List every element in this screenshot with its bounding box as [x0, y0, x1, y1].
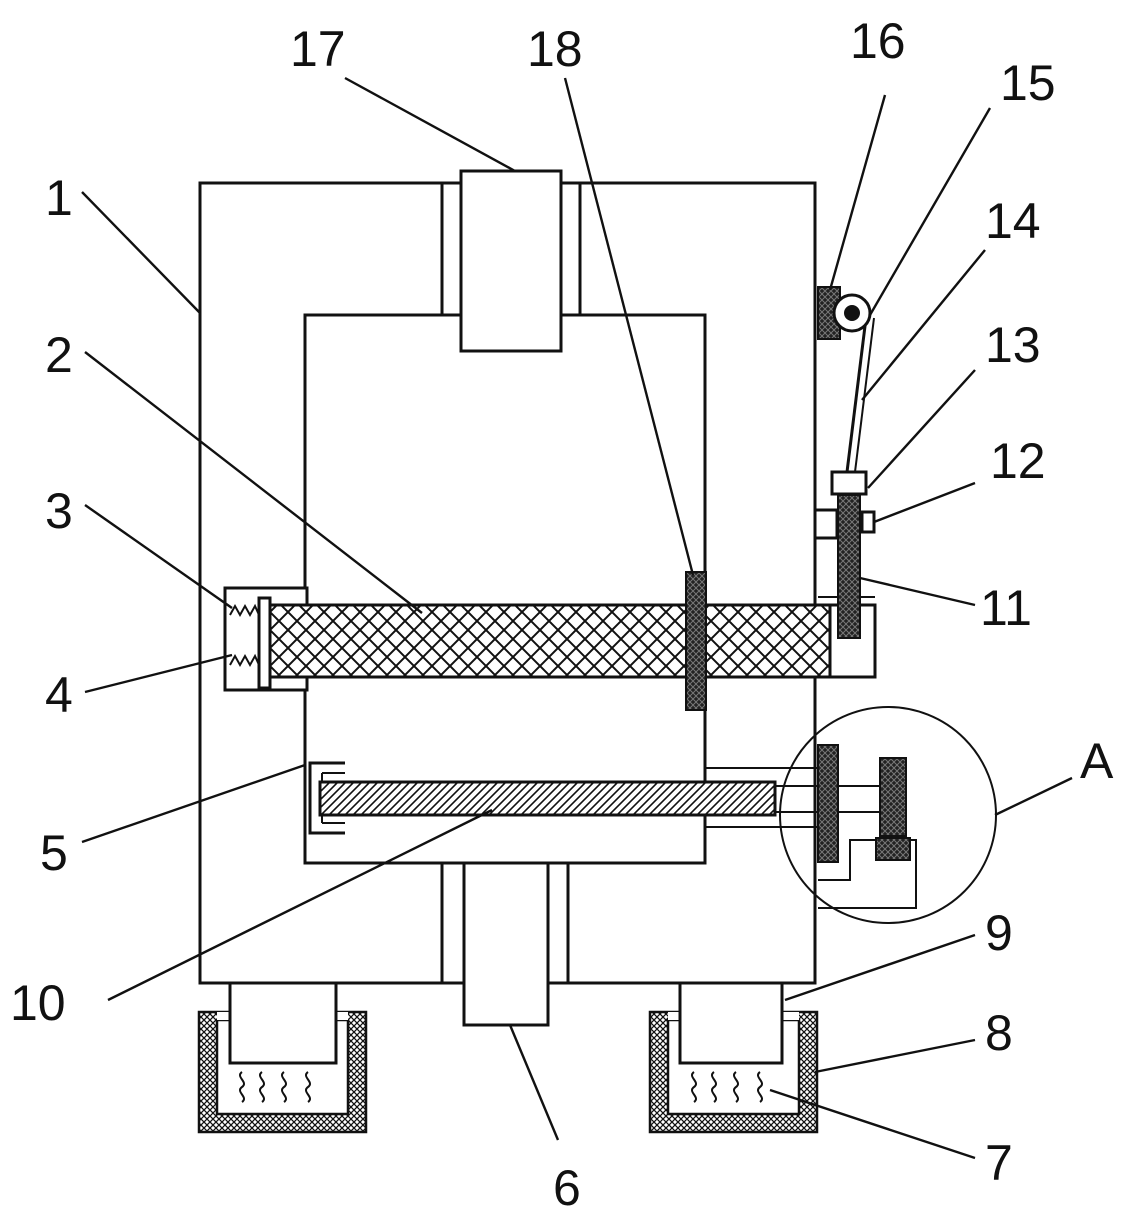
label-13: 13	[985, 317, 1041, 373]
label-12: 12	[990, 433, 1046, 489]
label-1: 1	[45, 170, 73, 226]
label-a: A	[1080, 733, 1114, 789]
label-11: 11	[980, 580, 1032, 636]
label-8: 8	[985, 1005, 1013, 1061]
label-15: 15	[1000, 55, 1056, 111]
label-7: 7	[985, 1135, 1013, 1191]
label-3: 3	[45, 483, 73, 539]
label-17: 17	[290, 21, 346, 77]
cross-hatched-plate	[268, 596, 877, 679]
label-5: 5	[40, 825, 68, 881]
label-4: 4	[45, 667, 73, 723]
left-foot	[197, 981, 368, 1134]
rope-pulley-mechanism	[813, 286, 876, 639]
label-2: 2	[45, 327, 73, 383]
leader-lines	[81, 76, 1073, 1160]
vertical-dark-bar	[685, 571, 707, 711]
top-slider-block	[440, 169, 582, 353]
inner-body	[303, 313, 707, 865]
label-6: 6	[553, 1160, 581, 1216]
label-14: 14	[985, 193, 1041, 249]
part-labels: 1 2 3 4 5 6 7 8 9 10 11 12 13 14 15 16 1…	[10, 13, 1114, 1216]
label-16: 16	[850, 13, 906, 69]
label-10: 10	[10, 975, 66, 1031]
label-9: 9	[985, 905, 1013, 961]
label-18: 18	[527, 21, 583, 77]
bottom-rod	[440, 861, 570, 1027]
right-foot	[648, 981, 819, 1134]
lower-slot-bar	[308, 761, 818, 835]
